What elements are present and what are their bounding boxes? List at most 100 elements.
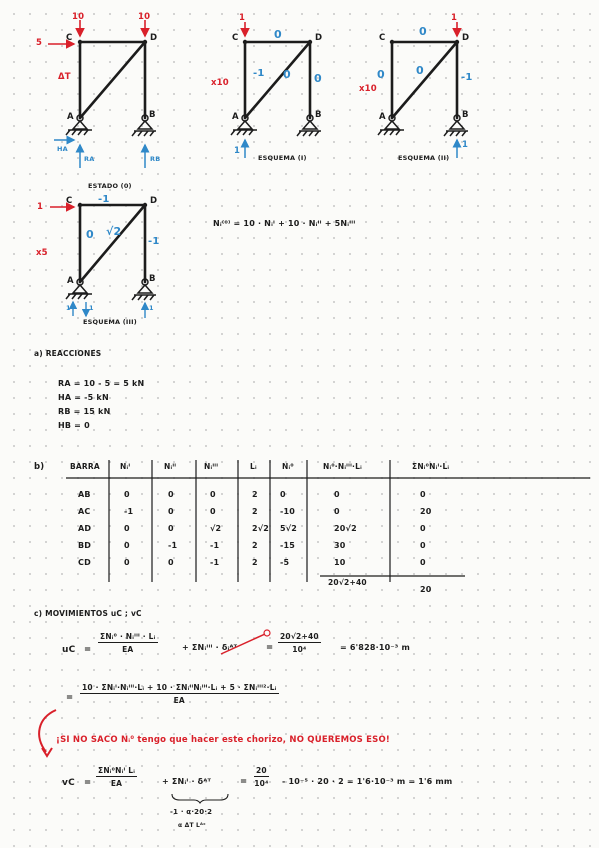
table-cell: 0 (124, 558, 130, 567)
bar-bd-force: -1 (461, 72, 473, 83)
expand-den: EA (173, 696, 185, 705)
table-cell: -1 (210, 541, 220, 550)
table-cell: 2 (252, 558, 258, 567)
bar-ac-force: 0 (86, 228, 94, 241)
table-cell: 2 (252, 507, 258, 516)
table-cell: 2 (252, 541, 258, 550)
bar-ac-force: 0 (377, 68, 385, 81)
table-cell: 0 (168, 507, 174, 516)
diagram-estado-0 (48, 20, 156, 168)
uc-eq: = (84, 645, 92, 655)
vc-result: - 10⁻⁵ · 20 · 2 = 1'6·10⁻³ m = 1'6 mm (282, 777, 453, 786)
load-c-label: 1 (239, 13, 246, 23)
table-cell: √2 (210, 524, 222, 533)
table-cell: -1 (210, 558, 220, 567)
diagram-label-esquema-3: ESQUEMA (III) (83, 318, 137, 326)
diagram-esquema-2 (377, 22, 468, 158)
total-col7: 20√2+40 (328, 578, 367, 587)
load-d-label: 1 (451, 13, 458, 23)
node-d-label: D (315, 33, 323, 43)
reaction-a-label: 1 (66, 304, 71, 312)
node-c-label: C (66, 196, 73, 206)
annotation-note: ¡SI NO SACO Nᵢ⁰ tengo que hacer este cho… (56, 735, 390, 745)
table-cell: -15 (280, 541, 296, 550)
table-cell: 2√2 (252, 524, 270, 533)
table-cell: 20√2 (334, 524, 357, 533)
table-cell: 0 (420, 558, 426, 567)
frame-diagrams (48, 20, 468, 318)
multiplier-label: x10 (211, 78, 229, 88)
table-cell: 0 (334, 490, 340, 499)
table-cell: BD (78, 541, 92, 550)
vc-frac-2-num: 20 (254, 766, 269, 777)
node-a-label: A (67, 112, 74, 122)
bar-cd-force: 0 (419, 25, 427, 38)
table-cell: 20 (420, 507, 432, 516)
table-cell: -1 (168, 541, 178, 550)
table-cell: 0 (420, 524, 426, 533)
vc-frac-2: 20 10⁴ (254, 766, 269, 788)
reaction-line-ha: HA = -5 kN (58, 393, 109, 402)
uc-label: uC (62, 645, 76, 655)
vc-frac-1-num: ΣNᵢ⁰Nᵢᴵ Lᵢ (96, 766, 138, 777)
table-cell: 0 (334, 507, 340, 516)
diagram-label-esquema-2: ESQUEMA (II) (398, 154, 450, 162)
section-a-title: a) REACCIONES (34, 349, 102, 358)
uc-plus-term: + ΣNᵢᴵᴵᴵ · δᵢᴬᵀ (182, 643, 238, 652)
header-product: Nᵢ⁰·Nᵢᴵᴵᴵ·Lᵢ (323, 462, 362, 471)
table-cell: AD (78, 524, 92, 533)
table-cell: 10 (334, 558, 346, 567)
header-ni0: Nᵢ⁰ (282, 462, 294, 471)
bar-ac-force: -1 (253, 68, 265, 79)
vc-under2: α ΔT Lᴬᶜ (178, 822, 206, 829)
expand-eq: = (66, 693, 74, 703)
vc-eq: = (84, 778, 92, 788)
node-c-label: C (379, 33, 386, 43)
table-cell: 0 (124, 541, 130, 550)
vc-under: -1 · α·20·2 (170, 808, 213, 816)
header-barra: BARRA (70, 462, 100, 471)
table-cell: 0 (168, 558, 174, 567)
table-cell: AC (78, 507, 91, 516)
multiplier-label: x5 (36, 248, 48, 258)
node-b-label: B (149, 110, 156, 120)
reaction-label: 1 (462, 140, 469, 150)
bar-cd-force: 0 (274, 28, 282, 41)
total-col8: 20 (420, 585, 432, 594)
bar-ad-force: 0 (416, 64, 424, 77)
uc-frac-1: ΣNᵢ⁰ · Nᵢᴵᴵᴵ · Lᵢ EA (98, 632, 158, 654)
load-d-label: 10 (138, 12, 151, 22)
table-cell: 30 (334, 541, 346, 550)
vc-label: vC (62, 778, 75, 788)
load-h-label: 1 (37, 202, 44, 212)
table-cell: 0 (280, 490, 286, 499)
uc-frac-1-num: ΣNᵢ⁰ · Nᵢᴵᴵᴵ · Lᵢ (98, 632, 158, 643)
table-cell: 0 (168, 524, 174, 533)
node-d-label: D (462, 33, 470, 43)
uc-result: = 6'828·10⁻³ m (340, 643, 411, 652)
header-ni2: Nᵢᴵᴵ (164, 462, 177, 471)
vc-plus-term: + ΣNᵢᴵ · δᴬᵀ (162, 777, 212, 786)
uc-frac-2-den: 10⁴ (292, 645, 307, 654)
table-cell: 0 (420, 541, 426, 550)
table-cell: AB (78, 490, 91, 499)
multiplier-label: x10 (359, 84, 377, 94)
uc-frac-1-den: EA (122, 645, 134, 654)
header-ni3: Nᵢᴵᴵᴵ (204, 462, 219, 471)
table-cell: -5 (280, 558, 290, 567)
reaction-b-label: 1 (149, 304, 154, 312)
reaction-line-hb: HB = 0 (58, 421, 90, 430)
table-cell: 2 (252, 490, 258, 499)
diagram-esquema-3 (50, 202, 156, 318)
superposition-formula: Nᵢ⁽⁰⁾ = 10 · Nᵢᴵ + 10 · Nᵢᴵᴵ + 5Nᵢᴵᴵᴵ (213, 219, 356, 228)
diagram-label-esquema-1: ESQUEMA (I) (258, 154, 307, 162)
table-cell: 0 (124, 490, 130, 499)
node-a-label: A (232, 112, 239, 122)
strike-mark (220, 629, 271, 655)
table-grid (66, 460, 590, 582)
node-d-label: D (150, 196, 158, 206)
node-b-label: B (149, 274, 156, 284)
bar-ad-force: 0 (283, 68, 291, 81)
node-a-label: A (379, 112, 386, 122)
bar-cd-force: -1 (98, 194, 110, 205)
